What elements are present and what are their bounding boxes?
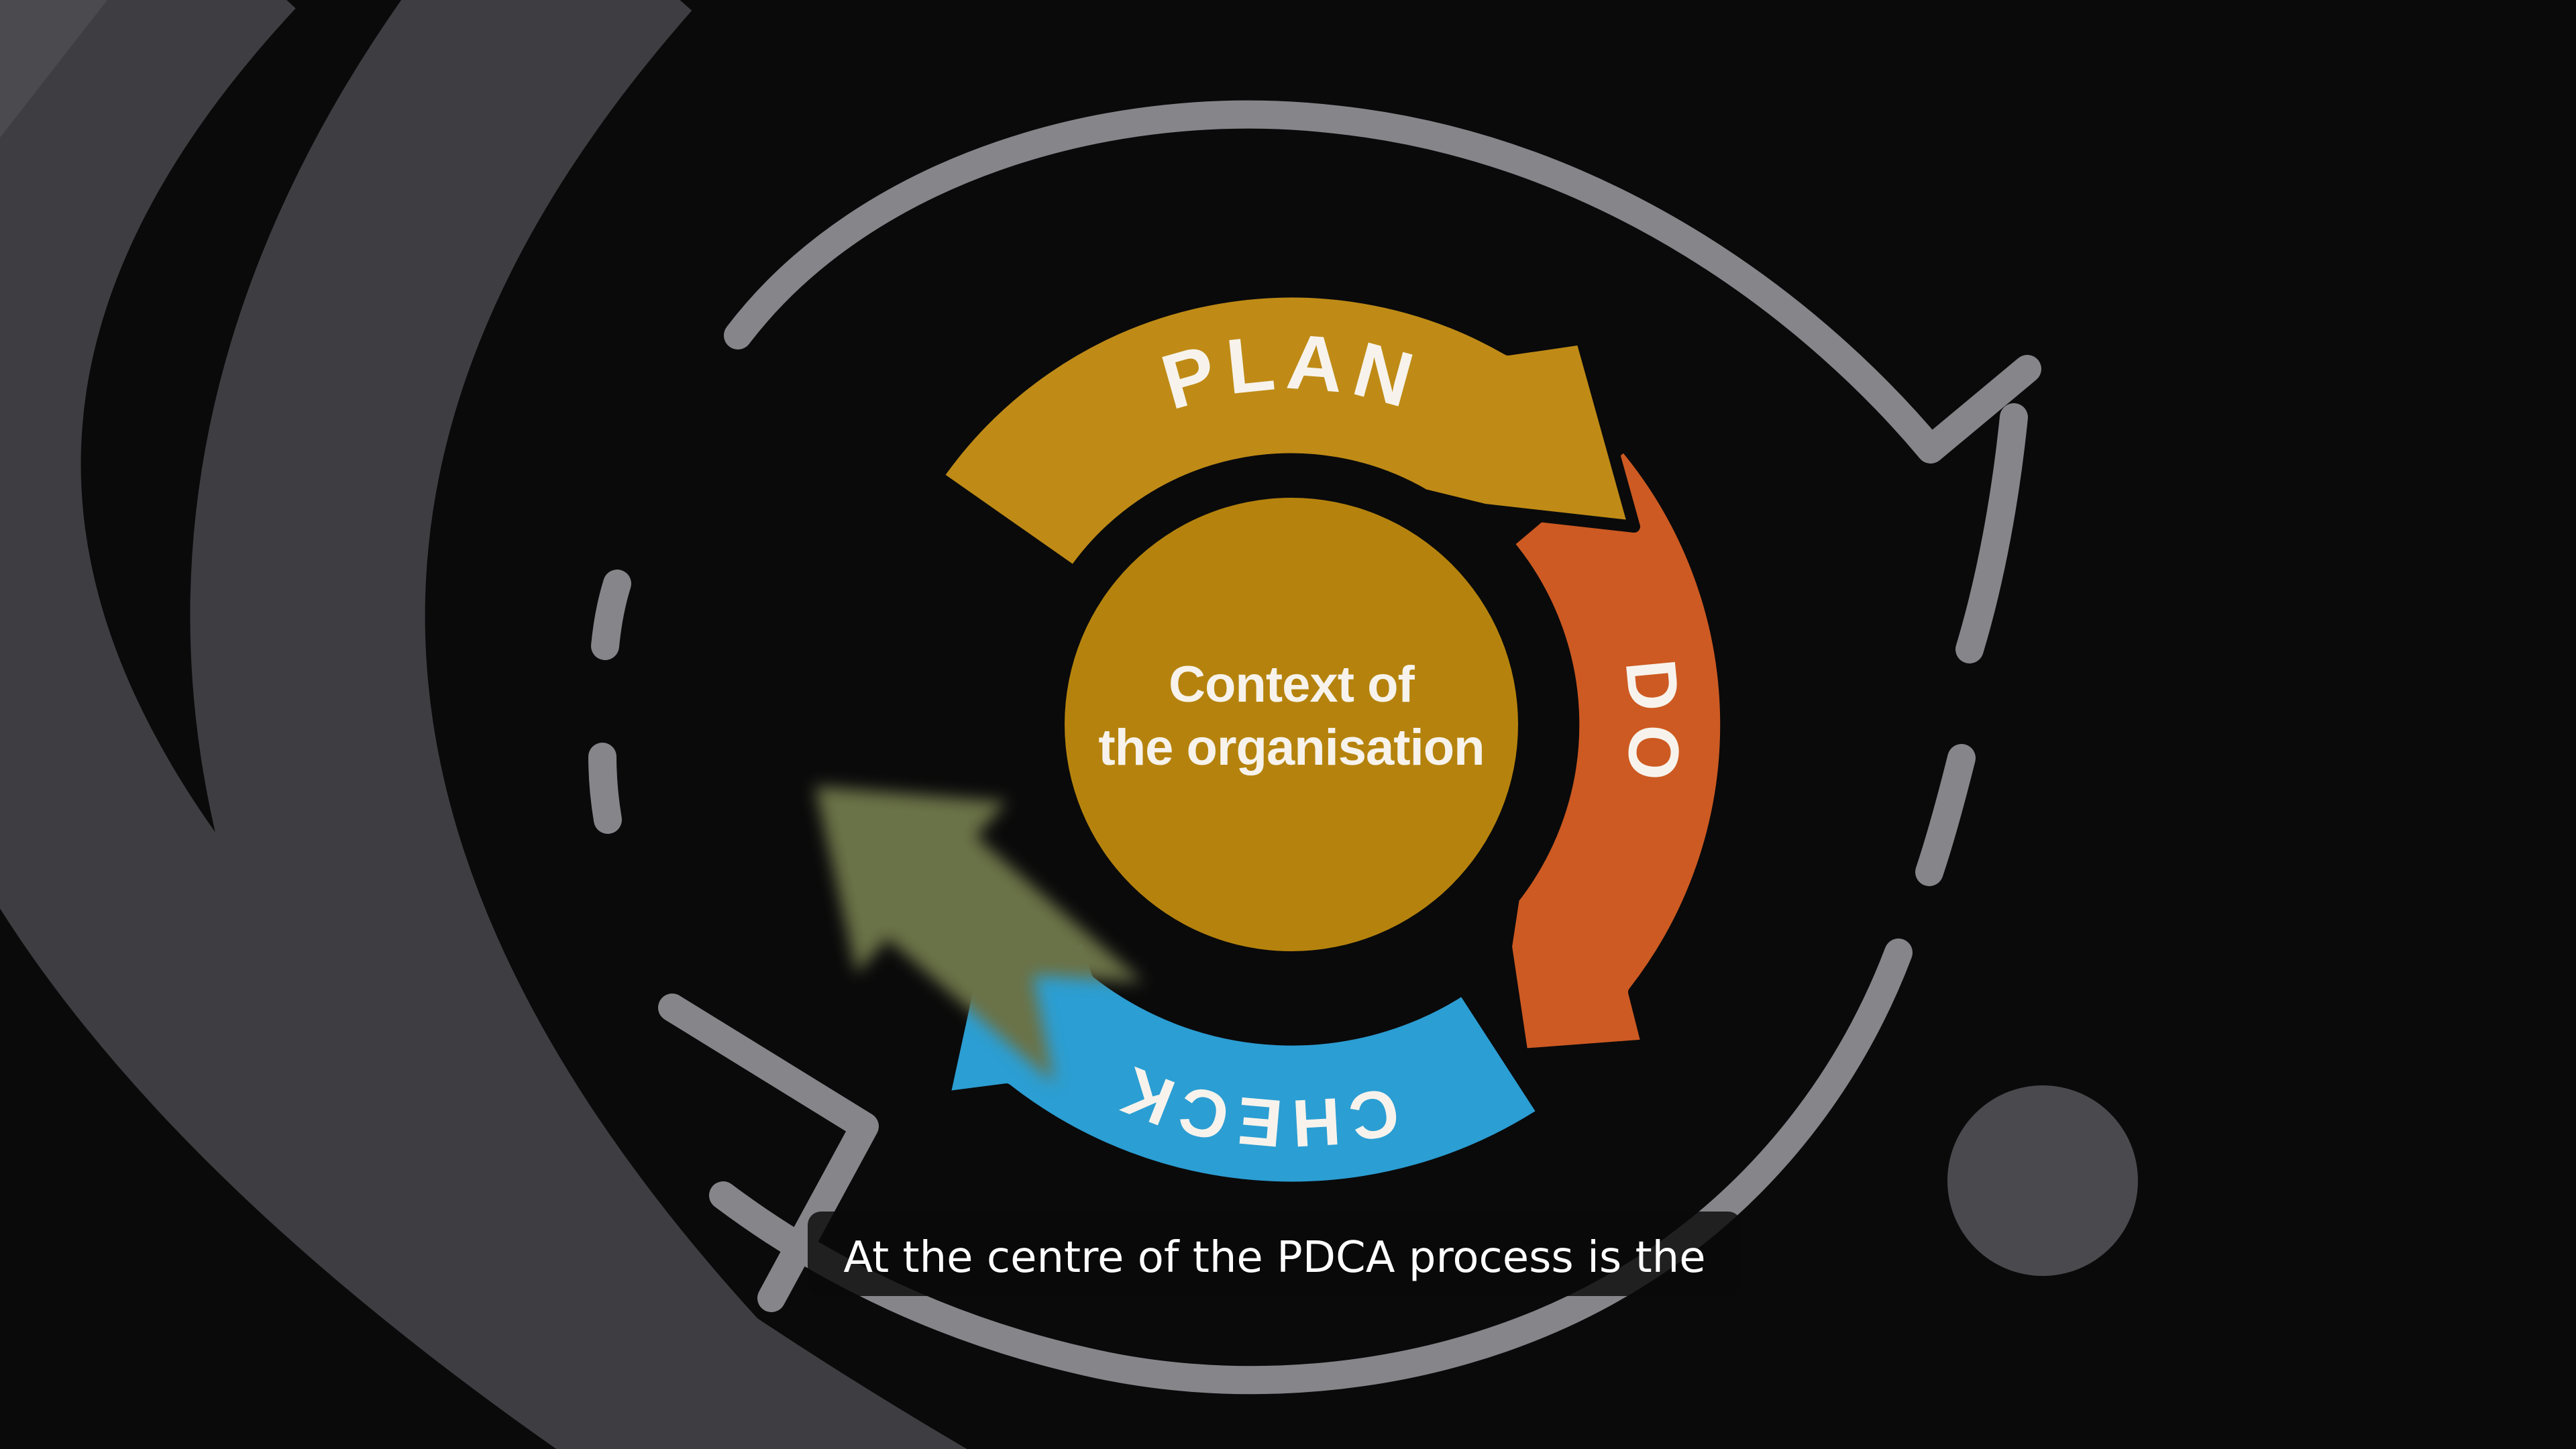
sketch-cycle-arrow-icon (588, 100, 2041, 1395)
sketch-dash-left-upper (591, 570, 631, 660)
corner-sliver (0, 0, 107, 138)
ripple-arc-inner (190, 0, 888, 1449)
plan-arrow-band (931, 285, 1640, 578)
center-label-line1: Context of (1169, 656, 1415, 713)
gray-dot (1947, 1085, 2138, 1276)
background-ripples (0, 0, 967, 1449)
sketch-dash-left-lower (588, 743, 622, 834)
center-label-line2: the organisation (1098, 719, 1484, 776)
sketch-dash-right-short (1915, 744, 1976, 886)
sketch-dash-right-long (1955, 403, 2028, 663)
sketch-chevron-arrowhead-icon (658, 994, 879, 1312)
sketch-top-arc-with-arrow-kink (724, 100, 2041, 464)
caption-text: At the centre of the PDCA process is the (843, 1233, 1705, 1283)
sketch-bottom-arc (709, 938, 1913, 1395)
center-circle (1065, 498, 1518, 951)
check-arrow-band (938, 931, 1550, 1194)
act-arrow-icon (815, 786, 1143, 1083)
caption: At the centre of the PDCA process is the (808, 1212, 1741, 1296)
do-arrow-band (1500, 439, 1733, 1061)
caption-box (808, 1212, 1741, 1296)
